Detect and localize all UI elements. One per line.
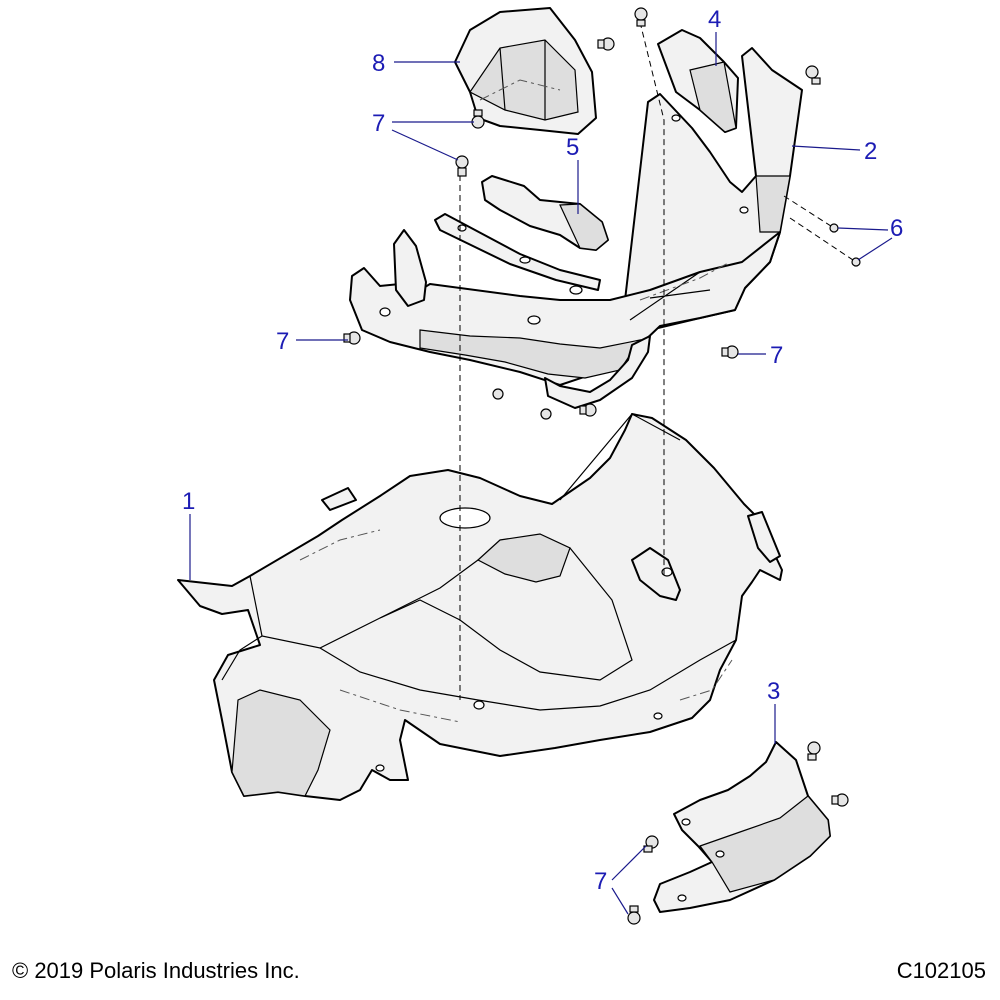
callout-6: 6: [890, 215, 903, 242]
part-4-bracket: [657, 29, 739, 133]
diagram-code: C102105: [896, 958, 986, 983]
callout-1: 1: [182, 488, 195, 515]
screw-7-b: [455, 155, 469, 177]
part-3-lower-bumper: [653, 741, 831, 913]
callout-7-left: 7: [276, 328, 289, 355]
screw-top-1: [634, 7, 648, 27]
callout-2: 2: [864, 138, 877, 165]
screw-mid-2: [540, 408, 552, 420]
part-1-front-cab: [177, 413, 783, 801]
callout-8: 8: [372, 50, 385, 77]
screw-3-a: [807, 741, 821, 761]
alignment-lines: [459, 21, 857, 700]
callout-5: 5: [566, 134, 579, 161]
callout-4: 4: [708, 6, 721, 33]
part-8-upper-cover: [454, 7, 597, 135]
screw-7-e: [643, 835, 659, 853]
screw-3-b: [831, 793, 849, 807]
screw-mid-1: [492, 388, 504, 400]
leader-lines: [189, 32, 893, 915]
screw-7-f: [627, 905, 641, 925]
screw-top-2: [597, 37, 615, 51]
fasteners: [343, 7, 861, 925]
screw-top-3: [805, 65, 821, 85]
callouts: 8 7 4 5 2 6 7 7 1 3 7: [182, 6, 903, 895]
screw-7-a: [471, 109, 485, 129]
callout-7-top: 7: [372, 110, 385, 137]
part-2-front-rack: [349, 47, 803, 409]
screw-7-c: [343, 331, 361, 345]
screw-mid-3: [579, 403, 597, 417]
callout-7-right: 7: [770, 342, 783, 369]
part-5-inner-plate: [481, 175, 609, 251]
copyright-notice: © 2019 Polaris Industries Inc.: [12, 958, 300, 983]
callout-3: 3: [767, 678, 780, 705]
screw-6-a: [829, 223, 839, 233]
screw-7-d: [721, 345, 739, 359]
callout-7-bottom: 7: [594, 868, 607, 895]
